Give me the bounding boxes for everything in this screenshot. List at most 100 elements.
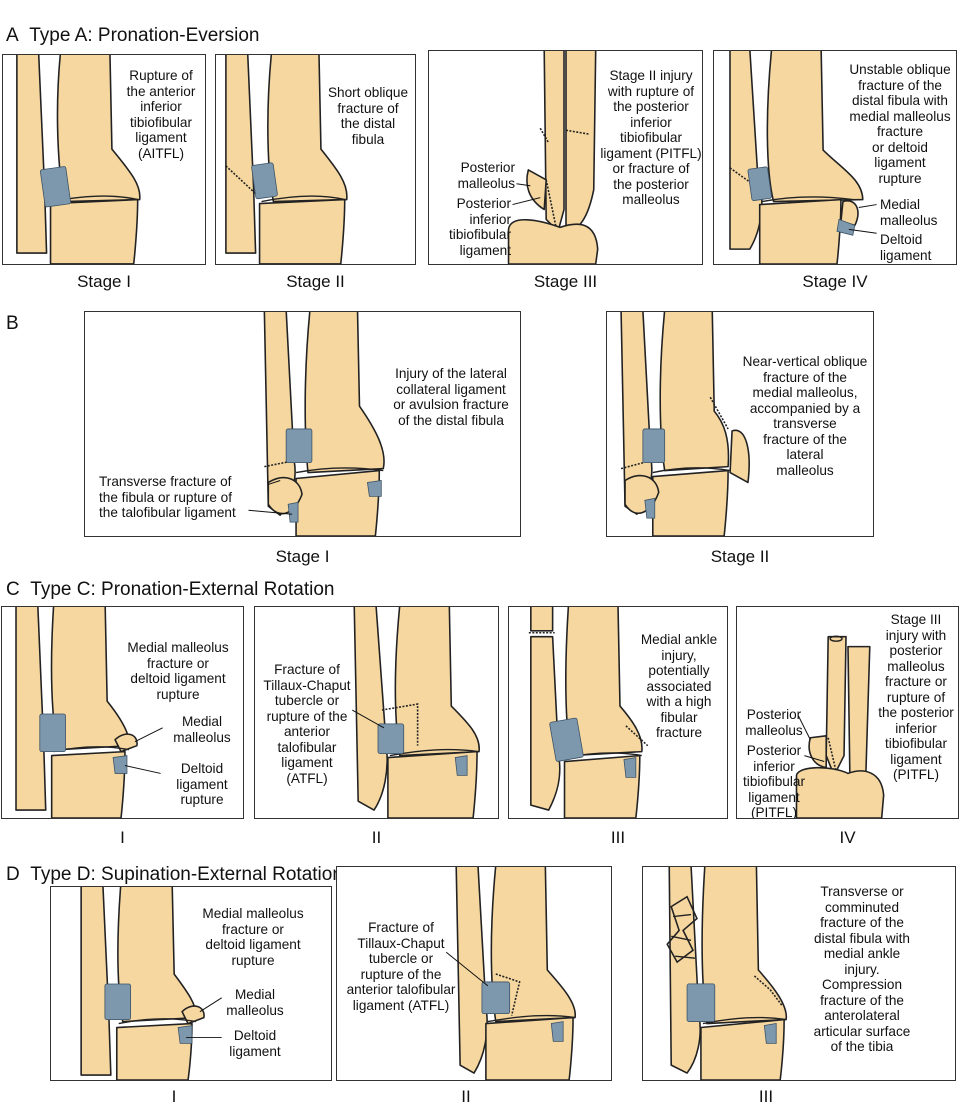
label-line: Transverse fracture of [99, 474, 232, 489]
desc-line: fracture [876, 124, 924, 139]
desc-line: Rupture of [129, 68, 193, 83]
section-b-heading: B [6, 313, 19, 335]
desc-line: with rupture of [607, 83, 695, 99]
desc-line: medial ankle [823, 946, 901, 961]
label-line: ligament [880, 247, 932, 263]
label-line: malleolus [226, 1002, 284, 1018]
stage-label-b2: Stage II [710, 547, 770, 566]
desc-line: Stage III [890, 612, 942, 627]
desc-line: fracture or [222, 921, 284, 937]
description-a1: Rupture of the anterior inferior tibiofi… [115, 68, 205, 161]
ankle-illustration-c1 [15, 607, 163, 818]
desc-line: rupture of [886, 689, 946, 705]
panel-a-stage-3: Stage II injury with rupture of the post… [428, 50, 703, 265]
ankle-illustration-d1 [80, 887, 222, 1080]
section-d-title: Type D: Supination-External Rotation [30, 864, 343, 885]
desc-line: injury. [844, 961, 880, 977]
ankle-illustration-a4 [729, 51, 877, 264]
label-line: ligament [748, 789, 800, 805]
section-d-heading: D Type D: Supination-External Rotation [6, 864, 343, 886]
label-line: the fibula or rupture of [99, 489, 232, 505]
description-c4: Stage III injury with posterior malleolu… [873, 612, 958, 783]
section-a-title: Type A: Pronation-Eversion [29, 25, 260, 46]
desc-line: ligament [890, 751, 942, 767]
desc-line: Medial ankle [640, 632, 718, 647]
ankle-illustration-c3 [528, 607, 649, 818]
section-c-letter: C [6, 579, 20, 600]
desc-line: Medial malleolus [127, 640, 229, 655]
desc-line: tibiofibular [620, 130, 682, 145]
desc-line: malleolus [776, 462, 834, 478]
desc-line: fracture of the [858, 77, 942, 93]
label-line: (PITFL) [750, 805, 798, 819]
desc-line: comminuted [824, 899, 900, 915]
desc-line: articular surface [813, 1023, 911, 1039]
label-posterior-malleolus-a3: Posterior malleolus [431, 160, 515, 191]
desc-line: tubercle or [368, 951, 434, 966]
description-c2: Fracture of Tillaux-Chaput tubercle or r… [257, 662, 357, 786]
label-deltoid-ligament-d1: Deltoid ligament [215, 1028, 295, 1059]
label-line: Posterior [746, 743, 802, 758]
desc-line: deltoid ligament [205, 937, 301, 952]
section-a-letter: A [6, 25, 19, 46]
label-line: tibiofibular [449, 227, 511, 242]
desc-line: ligament [874, 155, 926, 170]
section-a-heading: A Type A: Pronation-Eversion [6, 25, 260, 47]
label-medial-malleolus-c1: Medial malleolus [162, 714, 242, 745]
desc-line: deltoid ligament [130, 671, 226, 686]
description-b2: Near-vertical oblique fracture of the me… [735, 354, 873, 478]
stage-label-d2: II [461, 1087, 471, 1106]
panel-d-stage-1: Medial malleolus fracture or deltoid lig… [50, 886, 332, 1081]
desc-line: Unstable oblique [849, 62, 951, 77]
ankle-illustration-a3 [507, 51, 599, 264]
desc-line: with a high [646, 694, 712, 709]
stage-label-a3: Stage III [533, 272, 598, 291]
label-medial-malleolus-d1: Medial malleolus [215, 987, 295, 1018]
desc-line: ligament (ATFL) [352, 997, 450, 1013]
label-line: ligament [229, 1043, 281, 1059]
desc-line: ligament (PITFL) [600, 145, 702, 161]
desc-line: inferior [140, 99, 182, 114]
panel-c-stage-2: Fracture of Tillaux-Chaput tubercle or r… [254, 606, 499, 819]
desc-line: Short oblique [327, 85, 409, 100]
desc-line: the posterior [613, 176, 689, 192]
desc-line: fracture of the [820, 915, 904, 930]
panel-a-stage-1: Rupture of the anterior inferior tibiofi… [2, 54, 206, 265]
stage-label-c4: IV [839, 828, 856, 847]
desc-line: Tillaux-Chaput [357, 935, 445, 951]
description-a3: Stage II injury with rupture of the post… [599, 68, 702, 208]
panel-c-stage-4: Stage III injury with posterior malleolu… [736, 606, 959, 819]
desc-line: ligament [281, 755, 333, 770]
desc-line: fibula [351, 131, 385, 147]
description-d1: Medial malleolus fracture or deltoid lig… [183, 906, 323, 968]
stage-label-c2: II [371, 828, 382, 847]
stage-label-b1: Stage I [275, 547, 330, 566]
desc-line: or deltoid [872, 139, 928, 155]
panel-d-stage-3: Transverse or comminuted fracture of the… [642, 866, 956, 1081]
desc-line: Fracture of [274, 662, 340, 677]
description-b1: Injury of the lateral collateral ligamen… [381, 366, 520, 428]
desc-line: fracture of [337, 100, 399, 116]
label-line: malleolus [173, 729, 231, 745]
ankle-illustration-a1 [16, 55, 141, 264]
label-line: Medial [234, 987, 276, 1002]
ankle-illustration-b1 [248, 312, 385, 536]
desc-line: injury, [661, 647, 697, 663]
stage-label-d3: III [758, 1087, 774, 1106]
label-line: the talofibular ligament [99, 505, 236, 520]
label-deltoid-ligament-c1: Deltoid ligament rupture [162, 761, 242, 808]
stage-label-a2: Stage II [286, 272, 345, 291]
label-deltoid-ligament-a4: Deltoid ligament [880, 232, 931, 263]
label-line: Medial [181, 714, 223, 729]
desc-line: fracture of the [763, 431, 847, 447]
label-line: rupture [180, 792, 224, 807]
stage-label-a1: Stage I [77, 272, 131, 291]
desc-line: accompanied by a [749, 400, 861, 416]
stage-label-a4: Stage IV [802, 272, 868, 291]
panel-c-stage-1: Medial malleolus fracture or deltoid lig… [1, 606, 244, 819]
desc-line: rupture [156, 686, 200, 702]
desc-line: collateral ligament [396, 381, 506, 397]
label-line: Posterior [456, 196, 511, 211]
description-d3: Transverse or comminuted fracture of the… [789, 884, 935, 1055]
label-line: ligament [176, 776, 228, 792]
